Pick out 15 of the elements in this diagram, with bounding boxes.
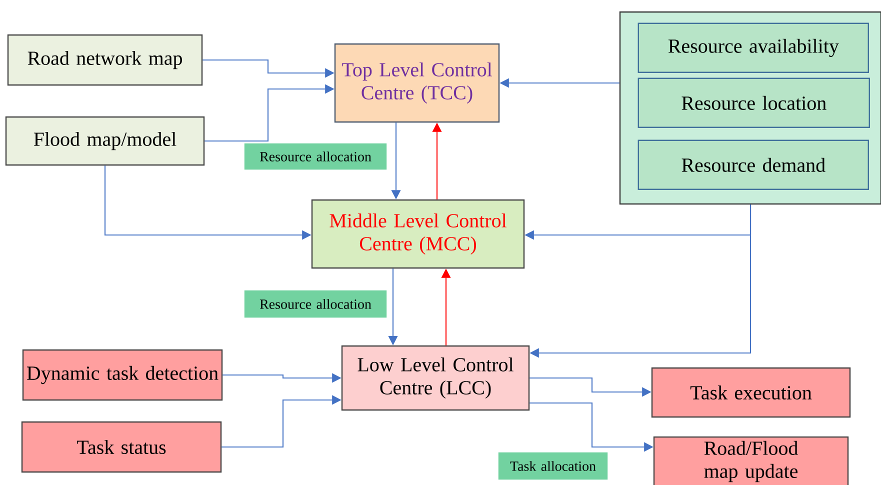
control-centre-box: Middle Level Control Centre (MCC) (311, 199, 525, 269)
allocation-tag: Task allocation (498, 452, 608, 480)
resource-box: Resource availability (638, 22, 869, 73)
resource-box: Resource demand (638, 140, 869, 190)
input-box: Task status (21, 421, 222, 473)
input-box: Road network map (7, 34, 203, 86)
allocation-tag: Resource allocation (244, 290, 387, 318)
input-box: Dynamic task detection (22, 349, 223, 401)
output-box: Road/Flood map update (653, 436, 849, 485)
input-box: Flood map/model (5, 116, 205, 166)
output-box: Task execution (651, 367, 851, 418)
allocation-tag: Resource allocation (244, 143, 387, 170)
resource-box: Resource location (638, 78, 870, 128)
control-centre-box: Low Level Control Centre (LCC) (341, 345, 530, 411)
control-centre-box: Top Level Control Centre (TCC) (334, 43, 500, 123)
